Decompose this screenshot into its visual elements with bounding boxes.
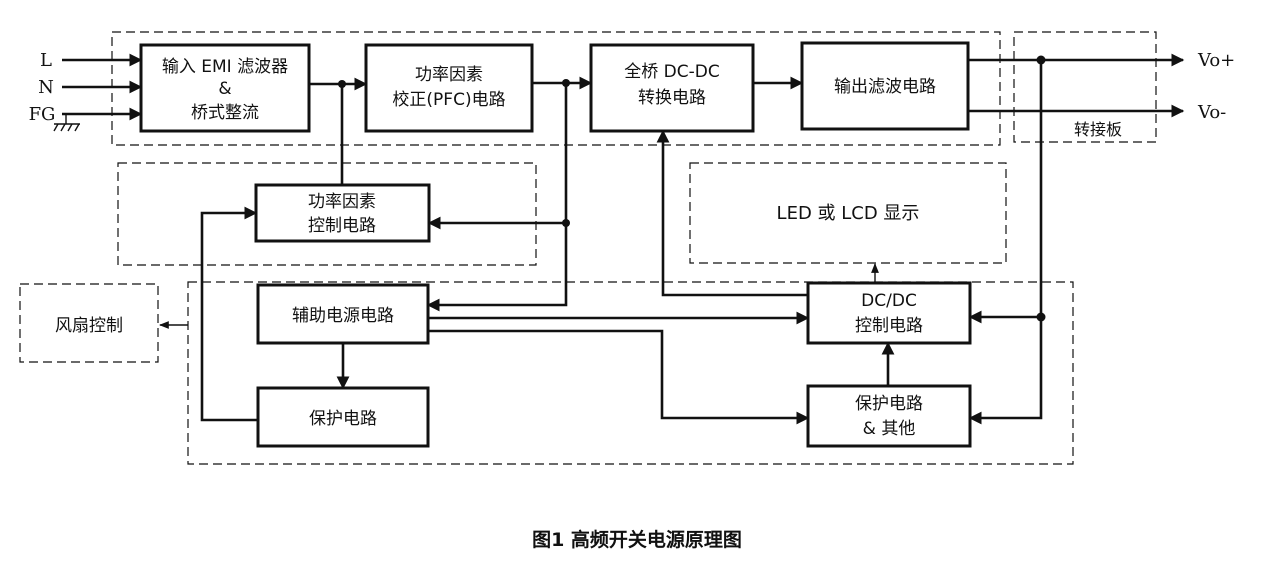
aux-to-protect-other-line <box>428 329 810 425</box>
pfc-control-label-2: 控制电路 <box>308 216 376 236</box>
dc-control-label-2: 控制电路 <box>855 316 923 336</box>
dcdc-block <box>589 43 755 133</box>
dc-control-label-1: DC/DC <box>861 291 917 311</box>
dc-control-to-dcdc-line <box>656 129 808 297</box>
fan-control-label: 风扇控制 <box>55 316 123 336</box>
protect-to-pfc-control-line <box>200 206 258 422</box>
pfc-label-2: 校正(PFC)电路 <box>392 90 505 110</box>
protect-label: 保护电路 <box>309 409 377 429</box>
dcdc-label-2: 转换电路 <box>638 88 706 108</box>
input-fg-label: FG <box>29 104 56 125</box>
input-l-label: L <box>40 50 52 71</box>
ground-icon <box>53 114 80 132</box>
main-power-group <box>111 31 1001 146</box>
pfc-control-group <box>117 162 537 266</box>
protect-block <box>256 386 430 448</box>
pfc-control-label-1: 功率因素 <box>308 192 376 212</box>
input-n-label: N <box>38 77 54 98</box>
dcdc-label-1: 全桥 DC-DC <box>624 62 719 82</box>
pfc-block <box>364 43 534 133</box>
output-filter-block <box>800 41 970 131</box>
vo-minus-label: Vo- <box>1197 102 1226 123</box>
output-filter-label: 输出滤波电路 <box>834 77 936 97</box>
control-group <box>187 281 1074 465</box>
aux-power-label: 辅助电源电路 <box>292 306 394 326</box>
vo-to-protect-other-line <box>968 317 1043 425</box>
protect-other-label-2: & 其他 <box>863 419 916 439</box>
adapter-board-group <box>1013 31 1157 143</box>
display-label: LED 或 LCD 显示 <box>777 203 920 224</box>
protect-other-label-1: 保护电路 <box>855 394 923 414</box>
aux-power-block <box>256 283 430 345</box>
emi-filter-block <box>139 43 311 133</box>
fan-control-group <box>19 283 159 363</box>
emi-label-3: 桥式整流 <box>191 103 259 123</box>
pfc-label-1: 功率因素 <box>415 65 483 85</box>
emi-label-2: & <box>218 79 231 99</box>
adapter-board-label: 转接板 <box>1074 120 1122 139</box>
display-group <box>689 162 1007 264</box>
emi-label-1: 输入 EMI 滤波器 <box>162 57 288 77</box>
bus-to-aux-power-line <box>426 223 568 312</box>
figure-caption: 图1 高频开关电源原理图 <box>532 528 742 551</box>
vo-plus-label: Vo+ <box>1197 50 1235 71</box>
